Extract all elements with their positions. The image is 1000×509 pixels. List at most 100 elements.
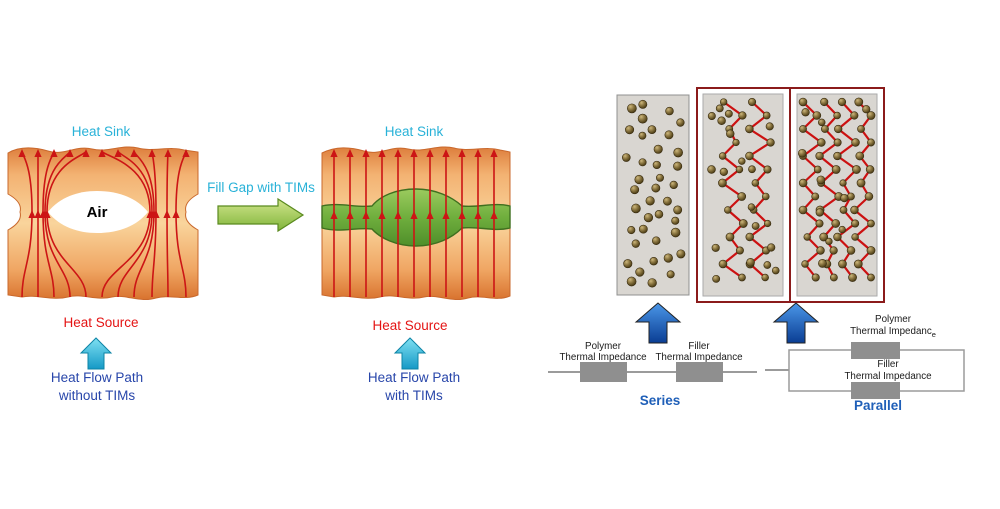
filler-particle xyxy=(712,274,721,283)
filler-particle xyxy=(719,98,728,106)
filler-particle xyxy=(762,111,771,120)
filler-particle xyxy=(801,108,810,117)
filler-particle xyxy=(663,196,672,206)
filler-particle xyxy=(862,105,871,114)
right-block-arrow-icon xyxy=(217,197,305,233)
filler-particle xyxy=(851,219,860,228)
filler-particle xyxy=(833,232,842,242)
filler-particle xyxy=(857,125,865,133)
filler-particle xyxy=(627,226,636,235)
filler-particle xyxy=(673,205,683,215)
series-polymer-label-line2: Thermal Impedance xyxy=(559,352,647,363)
series-filler-label-line2: Thermal Impedance xyxy=(655,352,743,363)
filler-particle xyxy=(865,165,875,174)
filler-particle xyxy=(748,97,757,107)
filler-particle xyxy=(631,239,640,248)
filler-particle xyxy=(799,125,807,133)
filler-particle xyxy=(656,173,664,182)
fill-gap-label: Fill Gap with TIMs xyxy=(207,180,315,195)
filler-particle xyxy=(811,192,820,201)
assembly-with-tims: Heat Sink Heat Source Heat Flow Path wit… xyxy=(321,124,511,403)
filler-particle xyxy=(848,273,857,282)
particle-field-partial-chains xyxy=(707,97,780,283)
filler-particle xyxy=(673,147,683,158)
filler-particle xyxy=(829,273,838,282)
filler-particle xyxy=(817,138,826,147)
parallel-polymer-label-line2: Thermal Impedance xyxy=(850,326,936,339)
filler-particle xyxy=(850,111,859,120)
polymer-resistor xyxy=(851,342,900,359)
filler-particle xyxy=(831,165,841,174)
filler-particle xyxy=(654,210,664,219)
filler-particle xyxy=(745,232,754,242)
filler-particle xyxy=(761,192,770,201)
filler-particle xyxy=(751,222,760,230)
filler-particle xyxy=(745,124,754,134)
filler-particle xyxy=(833,138,842,147)
filler-particle xyxy=(746,258,755,267)
particle-field-dispersed xyxy=(621,99,686,288)
filler-particle xyxy=(725,232,735,242)
polymer-resistor xyxy=(580,362,627,382)
filler-particle xyxy=(718,152,727,160)
filler-particle xyxy=(867,219,875,228)
filler-particle xyxy=(724,206,732,214)
parallel-polymer-label-subscript: e xyxy=(932,330,936,339)
filler-particle xyxy=(813,165,822,174)
filler-particle xyxy=(851,233,859,241)
filler-particle xyxy=(630,185,640,195)
series-circuit: Polymer Thermal Impedance Filler Thermal… xyxy=(548,341,757,408)
filler-particle xyxy=(631,203,641,214)
filler-particle xyxy=(665,106,674,116)
filler-particle xyxy=(866,111,876,120)
filler-particle xyxy=(621,153,631,162)
filler-particle xyxy=(649,256,658,266)
filler-particle xyxy=(719,167,728,176)
heat-flow-line xyxy=(163,149,172,298)
filler-particle xyxy=(763,219,772,228)
filler-particle xyxy=(838,259,847,269)
filler-particle xyxy=(738,111,747,120)
flow-path-caption-line2: with TIMs xyxy=(384,388,443,403)
filler-particle xyxy=(651,183,661,193)
filler-particle xyxy=(651,236,661,245)
filler-particle xyxy=(825,237,833,246)
filler-particle xyxy=(856,178,866,188)
filler-particle xyxy=(798,97,808,107)
filler-particle xyxy=(666,270,675,279)
filler-particle xyxy=(625,125,635,135)
filler-particle xyxy=(638,99,648,109)
filler-particle xyxy=(643,212,654,223)
filler-particle xyxy=(738,157,746,165)
filler-particle xyxy=(812,111,822,120)
filler-particle xyxy=(738,273,746,282)
series-filler-label-line1: Filler xyxy=(688,341,710,352)
air-label: Air xyxy=(87,204,108,221)
filler-particle xyxy=(815,219,824,228)
filler-particle xyxy=(718,178,727,188)
filler-particle xyxy=(765,122,774,131)
filler-particle xyxy=(819,232,829,242)
filler-particle xyxy=(707,112,716,121)
filler-particle xyxy=(676,118,685,127)
filler-particle xyxy=(850,205,859,215)
filler-particle xyxy=(724,109,733,118)
heat-flow-lines-left xyxy=(18,149,190,298)
heat-flow-up-arrow xyxy=(393,337,427,370)
filler-particle xyxy=(851,138,860,147)
filler-particle xyxy=(747,203,756,211)
parallel-filler-label-line1: Filler xyxy=(877,359,899,370)
filler-particle xyxy=(840,193,849,203)
filler-particle xyxy=(771,266,780,275)
flow-path-caption-line1: Heat Flow Path xyxy=(51,370,143,385)
filler-particle xyxy=(833,111,841,120)
filler-particle xyxy=(797,148,807,158)
filler-particle xyxy=(748,165,756,174)
filler-particle xyxy=(831,219,841,228)
filler-particle xyxy=(766,138,775,147)
filler-resistor xyxy=(851,382,900,399)
filler-particle xyxy=(821,125,829,133)
filler-particle xyxy=(638,131,647,140)
filler-particle xyxy=(735,165,744,174)
